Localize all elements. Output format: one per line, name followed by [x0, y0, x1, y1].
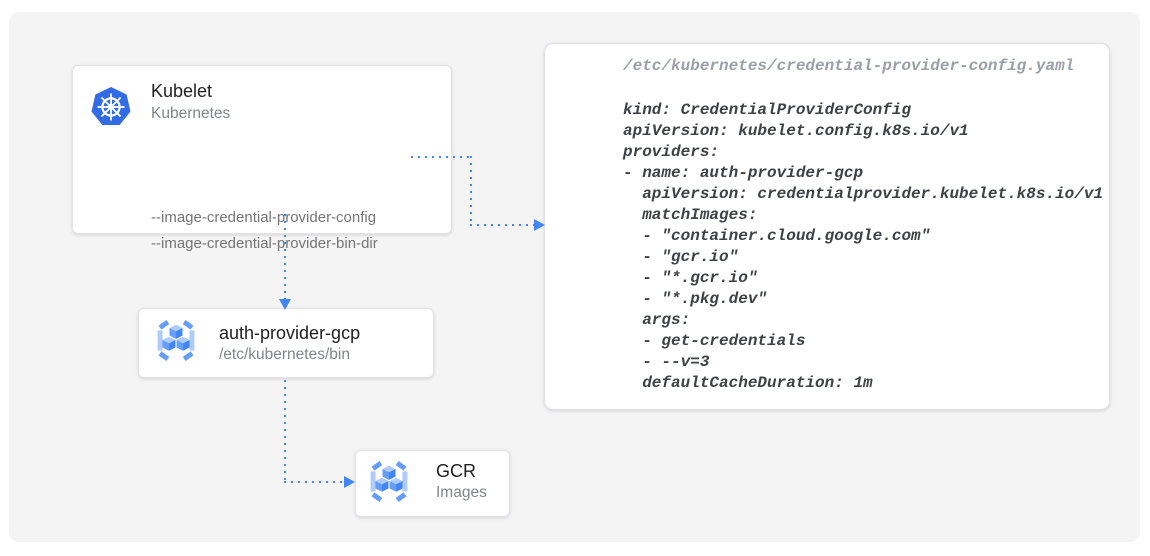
- kubelet-title: Kubelet: [151, 81, 213, 101]
- container-registry-icon: [363, 458, 415, 508]
- config-yaml-panel: /etc/kubernetes/credential-provider-conf…: [544, 43, 1110, 410]
- kubernetes-helm-icon: [89, 85, 133, 129]
- arrow-segment: [411, 156, 472, 158]
- auth-provider-subtitle: /etc/kubernetes/bin: [219, 346, 350, 363]
- node-auth-provider-gcp: auth-provider-gcp /etc/kubernetes/bin: [138, 308, 434, 378]
- arrow-segment: [470, 156, 472, 226]
- kubelet-flags: --image-credential-provider-config --ima…: [151, 205, 378, 257]
- gcr-title: GCR: [436, 461, 476, 481]
- container-registry-icon: [150, 317, 202, 367]
- auth-provider-title: auth-provider-gcp: [219, 323, 361, 343]
- config-yaml-content: kind: CredentialProviderConfig apiVersio…: [623, 101, 1104, 392]
- config-file-path: /etc/kubernetes/credential-provider-conf…: [623, 57, 1075, 75]
- arrow-head-icon: [279, 299, 291, 310]
- gcr-subtitle: Images: [436, 484, 487, 501]
- arrow-segment: [284, 481, 345, 483]
- node-gcr: GCR Images: [355, 450, 510, 517]
- arrow-head-icon: [534, 219, 545, 231]
- flag-image-credential-provider-bin-dir: --image-credential-provider-bin-dir: [151, 235, 378, 252]
- arrow-segment: [470, 224, 535, 226]
- arrow-head-icon: [344, 476, 355, 488]
- kubelet-subtitle: Kubernetes: [151, 105, 231, 122]
- arrow-segment: [284, 214, 286, 300]
- arrow-segment: [284, 380, 286, 482]
- node-kubelet: Kubelet Kubernetes --image-credential-pr…: [72, 65, 452, 252]
- flag-image-credential-provider-config: --image-credential-provider-config: [151, 209, 377, 226]
